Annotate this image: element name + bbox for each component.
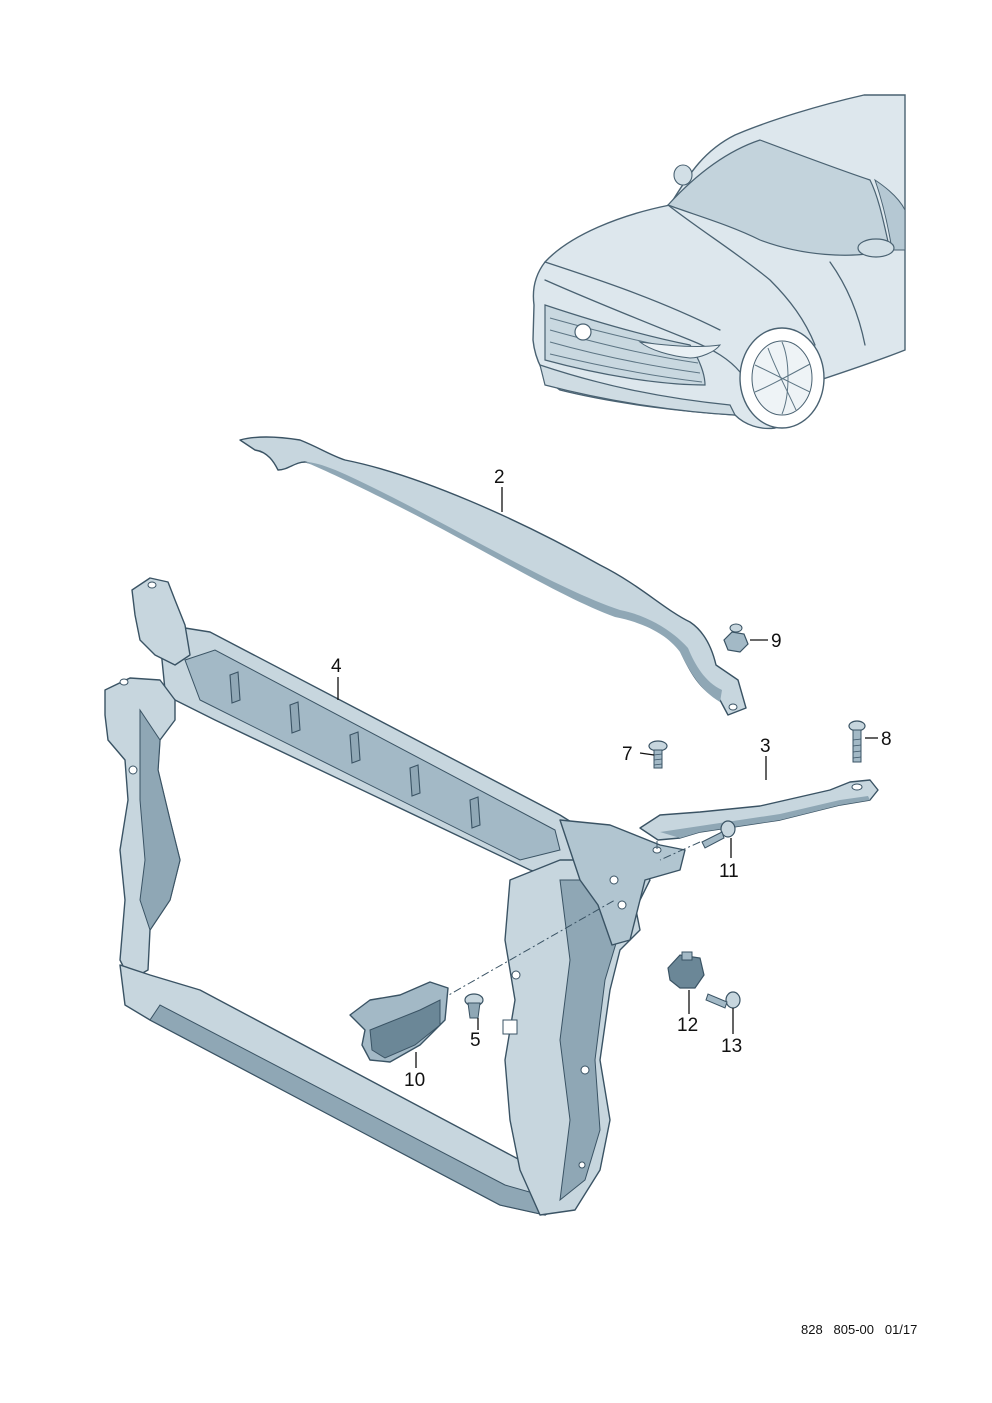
callout-10: 10 (404, 1070, 425, 1091)
part-5-clip (464, 993, 484, 1019)
car-hood-crease (667, 204, 816, 346)
frame-top-rail-inner (184, 649, 561, 861)
part-9-nut (723, 623, 749, 653)
car-body (532, 94, 906, 430)
car-windshield (666, 139, 891, 256)
leader-lines (337, 487, 878, 1068)
vehicle-illustration (532, 94, 906, 430)
callout-12: 12 (677, 1015, 698, 1036)
frame-bottom-rail-shade (149, 1004, 546, 1216)
car-badge (574, 323, 592, 341)
part-8-bolt (848, 720, 866, 763)
car-headlight (638, 341, 722, 359)
callout-3: 3 (760, 736, 771, 757)
car-mirror-far (673, 164, 693, 186)
part-3-support (639, 779, 879, 841)
frame-holes (119, 581, 662, 1169)
lock-bracket-shade (369, 999, 441, 1059)
part-7-screw (648, 740, 668, 769)
part-4-lock-carrier (104, 577, 686, 1216)
frame-left-pillar-shade (139, 708, 181, 932)
frame-bottom-rail (119, 964, 571, 1216)
car-grille-slats (549, 317, 703, 383)
callout-7: 7 (622, 744, 633, 765)
frame-top-ribs (229, 671, 481, 829)
part-2-cross-member (239, 436, 747, 716)
car-side-crease (829, 261, 866, 346)
callout-9: 9 (771, 631, 782, 652)
part-13-screw (705, 991, 741, 1009)
car-wheel-spokes (754, 341, 811, 415)
car-hood-line (544, 261, 721, 331)
cross-member-hole (728, 703, 738, 711)
callout-11: 11 (719, 861, 739, 882)
callout-2: 2 (494, 467, 505, 488)
callout-8: 8 (881, 729, 892, 750)
car-hood-edge (544, 279, 741, 373)
support-body (639, 779, 879, 841)
drawing-reference: 828 805-00 01/17 (801, 1322, 918, 1337)
cross-member-body (239, 436, 747, 716)
callout-4: 4 (331, 656, 342, 677)
car-mirror (857, 238, 895, 258)
callout-5: 5 (470, 1030, 481, 1051)
frame-tab (502, 1019, 518, 1035)
car-bumper (539, 364, 736, 416)
support-shade (660, 796, 870, 838)
cross-member-shade (305, 462, 722, 702)
support-hole (851, 783, 863, 791)
part-10-lock-bracket (349, 981, 449, 1063)
part-12-holder (667, 951, 705, 989)
part-11-screw (701, 820, 736, 849)
car-side-window (874, 178, 906, 251)
callouts: 2 4 9 3 7 8 11 5 10 12 13 (331, 467, 892, 1091)
callout-13: 13 (721, 1036, 742, 1057)
frame-left-upper-mount (131, 577, 191, 666)
clip-shank (467, 1002, 481, 1019)
